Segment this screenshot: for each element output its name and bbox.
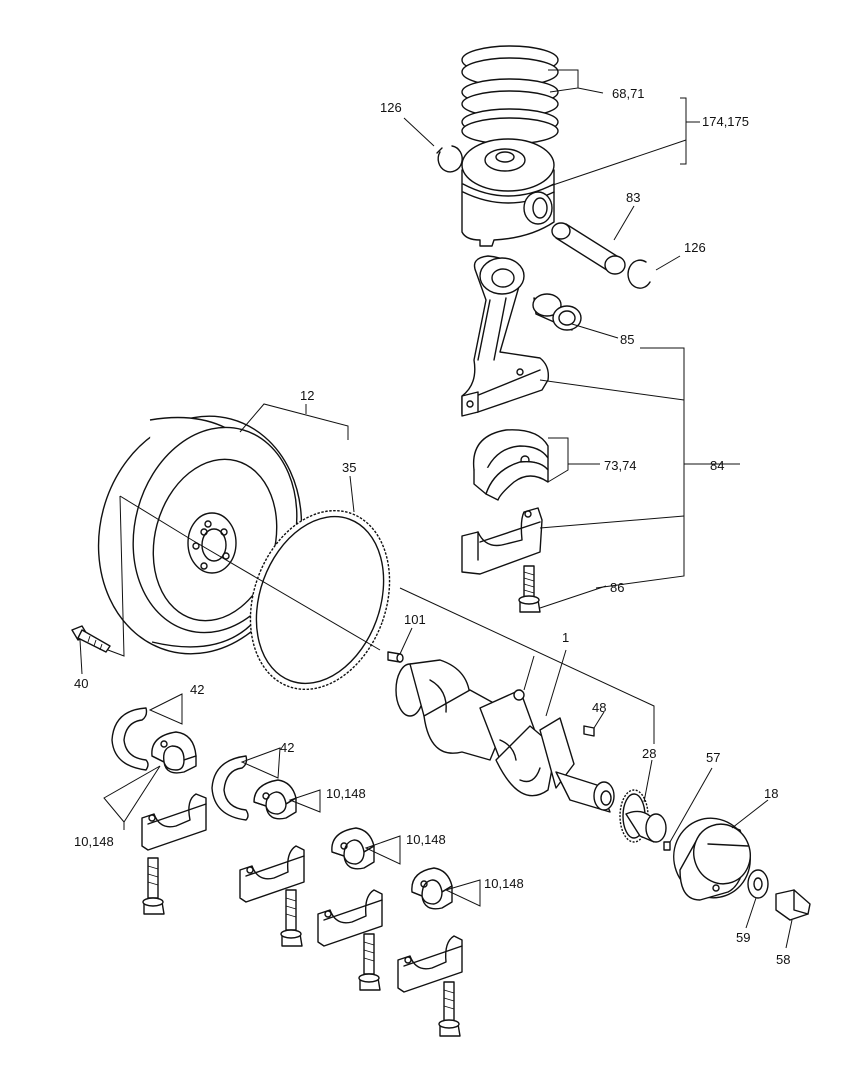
- label-piston-kit: 174,175: [702, 114, 749, 129]
- crankshaft[interactable]: [395, 659, 615, 813]
- label-main-bearing-1: 10,148: [74, 834, 114, 849]
- label-connecting-rod-assembly: 84: [710, 458, 724, 473]
- pulley[interactable]: [663, 807, 762, 908]
- label-piston-pin: 83: [626, 190, 640, 205]
- main-bearing-2[interactable]: [253, 779, 297, 820]
- label-crankshaft: 1: [562, 630, 569, 645]
- main-cap-1[interactable]: [141, 793, 207, 851]
- label-main-bearing-4: 10,148: [484, 876, 524, 891]
- label-con-rod-bolt: 86: [610, 580, 624, 595]
- label-main-bearing-2: 10,148: [326, 786, 366, 801]
- label-small-end-bushing: 85: [620, 332, 634, 347]
- dowel-pin[interactable]: [387, 651, 404, 663]
- label-flywheel-bolt: 40: [74, 676, 88, 691]
- part-labels: 68,71 174,175 126 83 126 85 73,74 84 86 …: [74, 86, 790, 967]
- label-crank-gear: 28: [642, 746, 656, 761]
- label-woodruff-key: 48: [592, 700, 606, 715]
- main-cap-3[interactable]: [317, 889, 383, 947]
- label-circlip-upper: 126: [380, 100, 402, 115]
- main-cap-2-bolt[interactable]: [280, 889, 303, 947]
- small-end-bushing[interactable]: [532, 293, 582, 331]
- piston[interactable]: [461, 138, 555, 247]
- main-bearing-3[interactable]: [331, 827, 375, 870]
- main-bearing-4[interactable]: [411, 867, 453, 910]
- main-bearing-1[interactable]: [151, 731, 197, 774]
- piston-rings[interactable]: [461, 45, 559, 145]
- label-pulley: 18: [764, 786, 778, 801]
- label-piston-rings: 68,71: [612, 86, 645, 101]
- label-pulley-bolt: 58: [776, 952, 790, 967]
- crank-gear[interactable]: [619, 789, 667, 843]
- main-cap-4-bolt[interactable]: [438, 981, 461, 1037]
- main-cap-3-bolt[interactable]: [358, 933, 381, 991]
- crank-plug[interactable]: [513, 689, 525, 701]
- label-main-bearing-3: 10,148: [406, 832, 446, 847]
- piston-pin[interactable]: [551, 222, 626, 275]
- label-flywheel-assembly: 12: [300, 388, 314, 403]
- circlip-upper[interactable]: [436, 145, 463, 173]
- label-thrust-washer-left: 42: [190, 682, 204, 697]
- ring-gear[interactable]: [227, 491, 414, 709]
- label-thrust-washer-right: 42: [280, 740, 294, 755]
- flywheel-bolt[interactable]: [71, 625, 111, 653]
- flywheel[interactable]: [72, 393, 327, 677]
- label-connecting-rod-bearings: 73,74: [604, 458, 637, 473]
- main-cap-4[interactable]: [397, 935, 463, 993]
- key-pin[interactable]: [663, 841, 671, 851]
- con-rod-bolt[interactable]: [518, 565, 541, 613]
- woodruff-key[interactable]: [583, 725, 595, 737]
- label-dowel-pin: 101: [404, 612, 426, 627]
- main-cap-1-bolt[interactable]: [142, 857, 165, 915]
- label-ring-gear: 35: [342, 460, 356, 475]
- pulley-bolt[interactable]: [775, 889, 811, 921]
- washer[interactable]: [747, 869, 769, 899]
- thrust-washer-right[interactable]: [211, 755, 249, 821]
- label-key-pin: 57: [706, 750, 720, 765]
- label-circlip-lower: 126: [684, 240, 706, 255]
- leader-lines: [79, 69, 793, 949]
- label-washer: 59: [736, 930, 750, 945]
- main-cap-2[interactable]: [239, 845, 305, 903]
- connecting-rod[interactable]: [461, 255, 550, 417]
- thrust-washer-left[interactable]: [111, 707, 149, 771]
- circlip-lower[interactable]: [627, 259, 651, 289]
- connecting-rod-cap[interactable]: [461, 507, 543, 575]
